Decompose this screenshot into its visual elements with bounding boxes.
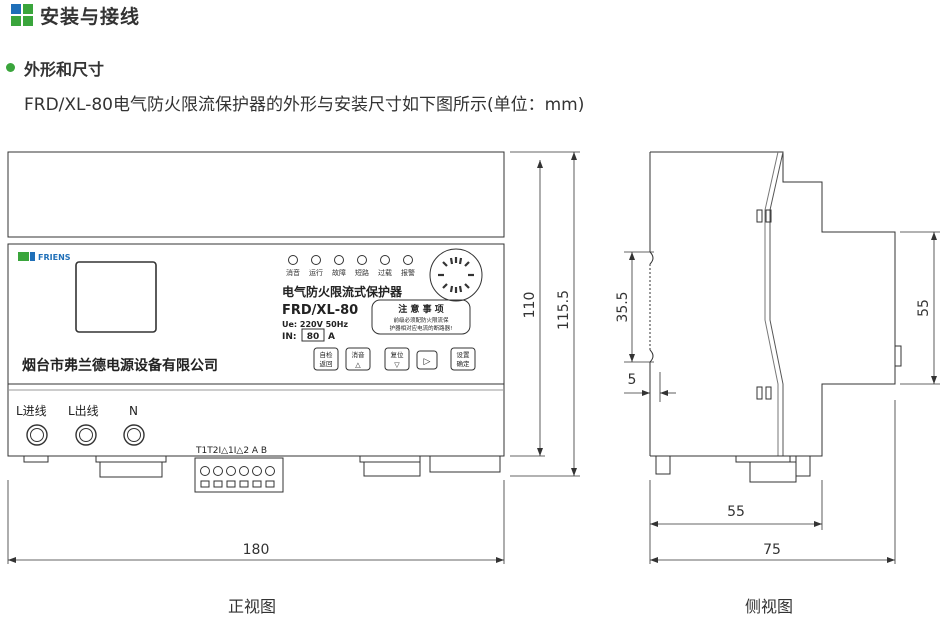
company-name: 烟台市弗兰德电源设备有限公司 (22, 357, 218, 374)
terminal-label: N (129, 404, 138, 418)
notice-box (371, 299, 471, 335)
dim-width: 180 (243, 542, 270, 558)
description: FRD/XL-80电气防火限流保护器的外形与安装尺寸如下图所示(单位：mm) (24, 95, 585, 115)
led-fault (334, 255, 344, 265)
in-value: 80 (307, 332, 320, 342)
sub-title: 外形和尺寸 (24, 60, 105, 79)
dim-bottom-outer: 75 (763, 542, 781, 558)
button-label: 返回 (320, 360, 333, 368)
button-label: 消音 (352, 350, 366, 359)
led-mute (288, 255, 298, 265)
led-label: 运行 (309, 268, 323, 277)
button-label: 设置 (457, 350, 471, 359)
lcd-display (75, 261, 157, 333)
notice-line: 前级必须配防火限流保 (393, 316, 449, 324)
button-label: 复位 (391, 350, 405, 359)
in-label: IN: (282, 332, 296, 342)
model-label: FRD/XL-80 (282, 303, 358, 318)
btn-set (450, 347, 476, 371)
led-overload (380, 255, 390, 265)
terminal-block-labels: T1T2I△1I△2 A B (195, 446, 267, 456)
led-label: 故障 (332, 268, 346, 277)
led-label: 短路 (355, 268, 369, 277)
led-alarm (403, 255, 413, 265)
side-view-caption: 侧视图 (745, 597, 794, 616)
led-label: 过载 (378, 268, 392, 277)
brand-squares-icon (11, 4, 33, 26)
logo-text: FRIENS (38, 253, 71, 262)
side-view-drawing: 35.5 5 55 55 75 (615, 151, 940, 564)
front-view-drawing: FRIENS 消音 运行 故障 短路 过载 报警 电气防火限流式保护器 FRD/… (7, 151, 580, 564)
terminal-n (123, 424, 145, 446)
section-title: 安装与接线 (40, 6, 141, 28)
dim-bottom-inner: 55 (727, 504, 745, 520)
dim-right: 55 (916, 299, 932, 317)
in-unit: A (328, 332, 335, 342)
front-view-caption: 正视图 (228, 597, 277, 616)
button-label: 自检 (320, 350, 334, 359)
speaker-grille (429, 248, 483, 302)
btn-selftest (313, 347, 339, 371)
notice-line: 护器相对应电流的断路器! (390, 324, 453, 332)
terminal-block (194, 457, 284, 493)
side-outline (650, 151, 896, 457)
dim-height-inner: 110 (522, 292, 538, 319)
front-main-panel (7, 243, 505, 385)
led-label: 消音 (286, 268, 300, 277)
product-name: 电气防火限流式保护器 (282, 284, 403, 299)
front-top-housing (7, 151, 505, 238)
dim-height-outer: 115.5 (556, 290, 572, 330)
dim-lip: 5 (628, 372, 637, 388)
led-short (357, 255, 367, 265)
dim-rail: 35.5 (615, 291, 631, 322)
led-run (311, 255, 321, 265)
rating-label: Ue: 220V 50Hz (282, 320, 348, 329)
button-label: ▷ (424, 357, 431, 367)
button-label: △ (355, 361, 361, 369)
terminal-label: L进线 (16, 404, 47, 418)
btn-reset (384, 347, 410, 371)
btn-mute (345, 347, 371, 371)
btn-next (416, 350, 438, 370)
bullet-dot-icon (6, 63, 15, 72)
led-label: 报警 (401, 268, 415, 277)
in-value-box (301, 328, 325, 342)
button-label: 确定 (457, 359, 471, 368)
terminal-l-in (26, 424, 48, 446)
terminal-l-out (75, 424, 97, 446)
notice-title: 注 意 事 项 (398, 303, 443, 315)
button-label: ▽ (394, 361, 400, 369)
terminal-label: L出线 (68, 404, 99, 418)
